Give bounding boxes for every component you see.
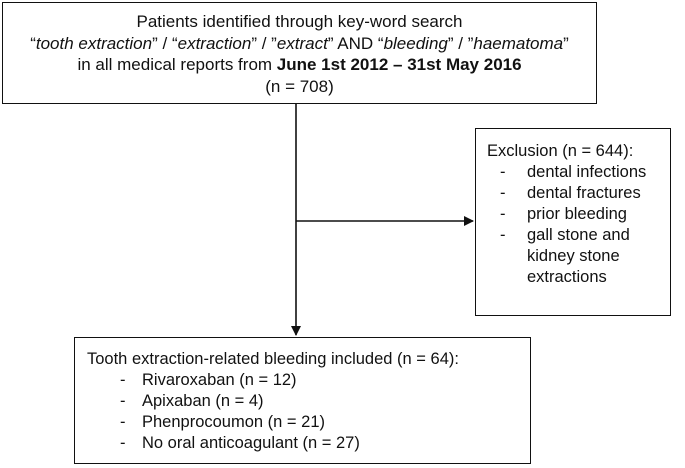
dash-bullet: - (500, 205, 506, 223)
included-item-label: Rivaroxaban (n = 12) (142, 371, 297, 389)
date-range-prefix: in all medical reports from (77, 55, 277, 74)
dash-bullet: - (120, 371, 126, 389)
term-bleeding: bleeding (383, 33, 448, 53)
included-item-label: Apixaban (n = 4) (142, 392, 264, 410)
included-item-label: No oral anticoagulant (n = 27) (142, 434, 360, 452)
quote-open: “ (30, 33, 36, 53)
exclusion-heading: Exclusion (n = 644): (487, 142, 634, 160)
list-item: - prior bleeding (487, 204, 670, 225)
included-item-label: Phenprocoumon (n = 21) (142, 413, 325, 431)
exclusion-box: Exclusion (n = 644): - dental infections… (475, 128, 671, 316)
separator-2: ” / ” (251, 33, 277, 53)
exclusion-item-label: dental infections (527, 163, 647, 181)
and-separator: ” AND “ (327, 33, 384, 53)
dash-bullet: - (500, 163, 506, 181)
list-item: - dental fractures (487, 183, 670, 204)
list-item: - Phenprocoumon (n = 21) (87, 412, 530, 433)
identified-patients-box: Patients identified through key-word sea… (2, 2, 597, 104)
included-box: Tooth extraction-related bleeding includ… (74, 337, 531, 464)
exclusion-item-label: prior bleeding (527, 205, 627, 223)
date-range-line: in all medical reports from June 1st 201… (3, 54, 596, 76)
identified-count: (n = 708) (265, 76, 334, 96)
exclusion-item-label: kidney stone (527, 247, 620, 265)
dash-bullet: - (500, 184, 506, 202)
included-heading: Tooth extraction-related bleeding includ… (87, 350, 459, 368)
dash-bullet: - (120, 434, 126, 452)
list-item: - gall stone and kidney stone extraction… (487, 225, 670, 288)
exclusion-item-label: dental fractures (527, 184, 641, 202)
included-list: - Rivaroxaban (n = 12) - Apixaban (n = 4… (87, 370, 530, 454)
exclusion-item-label: extractions (527, 268, 607, 286)
separator-4: ” / ” (447, 33, 474, 53)
list-item: - Apixaban (n = 4) (87, 391, 530, 412)
separator-1: ” / “ (152, 33, 178, 53)
date-range: June 1st 2012 – 31st May 2016 (276, 55, 522, 74)
dash-bullet: - (120, 413, 126, 431)
search-terms-line: “tooth extraction” / “extraction” / ”ext… (3, 33, 596, 55)
dash-bullet: - (500, 226, 506, 244)
list-item: - dental infections (487, 162, 670, 183)
term-haematoma: haematoma (473, 33, 564, 53)
term-extraction: extraction (177, 33, 252, 53)
identified-line-1: Patients identified through key-word sea… (136, 12, 463, 31)
exclusion-list: - dental infections - dental fractures -… (487, 162, 670, 288)
dash-bullet: - (120, 392, 126, 410)
term-extract: extract (276, 33, 328, 53)
list-item: - No oral anticoagulant (n = 27) (87, 433, 530, 454)
exclusion-item-label: gall stone and (527, 226, 630, 244)
quote-close: ” (563, 33, 569, 53)
term-tooth-extraction: tooth extraction (35, 33, 153, 53)
list-item: - Rivaroxaban (n = 12) (87, 370, 530, 391)
